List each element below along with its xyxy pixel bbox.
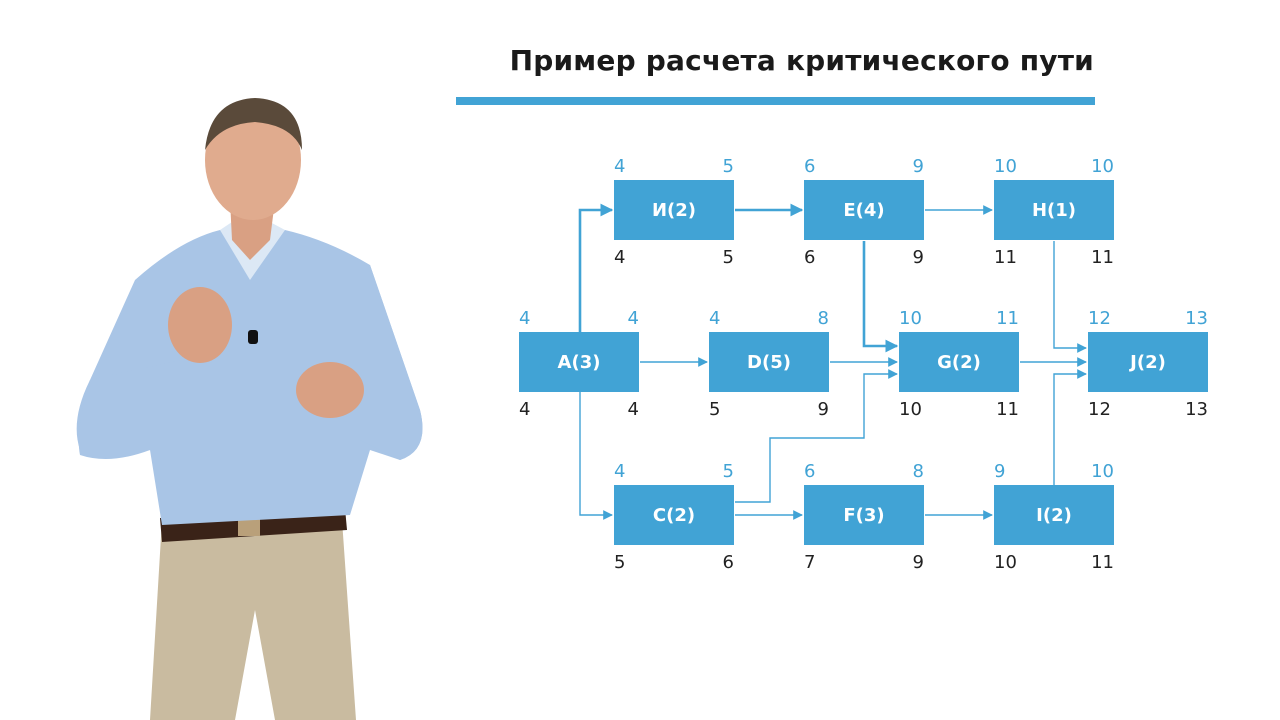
node-g-ef: 11 bbox=[996, 308, 1019, 329]
node-i-box bbox=[994, 485, 1114, 545]
node-a-box bbox=[519, 332, 639, 392]
edge-c-to-g bbox=[735, 369, 898, 503]
node-i-cyr-ls: 4 bbox=[614, 247, 625, 268]
node-g-es: 10 bbox=[899, 308, 922, 329]
node-d-lf: 9 bbox=[818, 399, 829, 420]
node-c-ls: 5 bbox=[614, 552, 625, 573]
node-c-box bbox=[614, 485, 734, 545]
node-i-cyr: И(2) 4 5 4 5 bbox=[614, 156, 734, 268]
node-f-lf: 9 bbox=[913, 552, 924, 573]
node-e-ef: 9 bbox=[913, 156, 924, 177]
node-i: I(2) 9 10 10 11 bbox=[994, 461, 1114, 573]
slide-title: Пример расчета критического пути bbox=[509, 44, 1094, 77]
node-h-ef: 10 bbox=[1091, 156, 1114, 177]
node-i-cyr-box bbox=[614, 180, 734, 240]
presenter-shirt bbox=[76, 230, 423, 525]
node-f-ef: 8 bbox=[913, 461, 924, 482]
node-i-lf: 11 bbox=[1091, 552, 1114, 573]
node-j-es: 12 bbox=[1088, 308, 1111, 329]
node-i-cyr-es: 4 bbox=[614, 156, 625, 177]
node-f-es: 6 bbox=[804, 461, 815, 482]
edge-h-to-j bbox=[1053, 241, 1087, 353]
node-h-es: 10 bbox=[994, 156, 1017, 177]
node-i-cyr-label: И(2) bbox=[652, 200, 696, 221]
node-d: D(5) 4 8 5 9 bbox=[709, 308, 829, 420]
node-d-box bbox=[709, 332, 829, 392]
node-g-box bbox=[899, 332, 1019, 392]
node-j-box bbox=[1088, 332, 1208, 392]
title-underline bbox=[456, 97, 1095, 105]
node-a-ef: 4 bbox=[628, 308, 639, 329]
node-g-ls: 10 bbox=[899, 399, 922, 420]
node-h: H(1) 10 10 11 11 bbox=[994, 156, 1114, 268]
presenter-right-hand bbox=[296, 362, 364, 418]
node-i-cyr-lf: 5 bbox=[723, 247, 734, 268]
node-f-ls: 7 bbox=[804, 552, 815, 573]
node-j-ef: 13 bbox=[1185, 308, 1208, 329]
node-i-es: 9 bbox=[994, 461, 1005, 482]
presenter-left-arm bbox=[78, 360, 180, 459]
node-c-lf: 6 bbox=[723, 552, 734, 573]
node-d-es: 4 bbox=[709, 308, 720, 329]
node-g-lf: 11 bbox=[996, 399, 1019, 420]
node-j: J(2) 12 13 12 13 bbox=[1088, 308, 1208, 420]
node-d-label: D(5) bbox=[747, 352, 791, 373]
presenter-trousers bbox=[150, 520, 356, 720]
node-c-es: 4 bbox=[614, 461, 625, 482]
node-j-lf: 13 bbox=[1185, 399, 1208, 420]
node-e-es: 6 bbox=[804, 156, 815, 177]
node-e: E(4) 6 9 6 9 bbox=[804, 156, 924, 268]
presenter-head bbox=[205, 100, 301, 220]
presenter-right-arm bbox=[350, 265, 423, 460]
edge-a-to-i-cyr bbox=[578, 203, 614, 332]
node-c-label: C(2) bbox=[653, 505, 695, 526]
node-e-ls: 6 bbox=[804, 247, 815, 268]
node-h-ls: 11 bbox=[994, 247, 1017, 268]
node-d-ls: 5 bbox=[709, 399, 720, 420]
node-a-lf: 4 bbox=[628, 399, 639, 420]
node-i-cyr-ef: 5 bbox=[723, 156, 734, 177]
presenter-figure bbox=[76, 98, 423, 720]
belt-buckle bbox=[238, 518, 260, 536]
presenter-hair bbox=[205, 98, 302, 150]
node-a-ls: 4 bbox=[519, 399, 530, 420]
lapel-microphone bbox=[248, 330, 258, 344]
node-a-label: A(3) bbox=[558, 352, 601, 373]
node-i-ef: 10 bbox=[1091, 461, 1114, 482]
node-h-lf: 11 bbox=[1091, 247, 1114, 268]
node-d-ef: 8 bbox=[818, 308, 829, 329]
node-i-ls: 10 bbox=[994, 552, 1017, 573]
node-h-label: H(1) bbox=[1032, 200, 1076, 221]
node-c: C(2) 4 5 5 6 bbox=[614, 461, 734, 573]
edges-layer bbox=[578, 203, 1087, 520]
node-e-label: E(4) bbox=[843, 200, 884, 221]
edge-e-to-g bbox=[862, 241, 899, 353]
edge-a-to-c bbox=[579, 392, 613, 520]
edge-i-to-j bbox=[1053, 369, 1087, 485]
node-e-box bbox=[804, 180, 924, 240]
node-f-label: F(3) bbox=[843, 505, 884, 526]
node-e-lf: 9 bbox=[913, 247, 924, 268]
node-a-es: 4 bbox=[519, 308, 530, 329]
node-h-box bbox=[994, 180, 1114, 240]
node-g-label: G(2) bbox=[937, 352, 981, 373]
node-i-label: I(2) bbox=[1036, 505, 1072, 526]
node-f: F(3) 6 8 7 9 bbox=[804, 461, 924, 573]
presenter-left-hand bbox=[168, 287, 232, 363]
node-a: A(3) 4 4 4 4 bbox=[519, 308, 639, 420]
node-j-ls: 12 bbox=[1088, 399, 1111, 420]
node-g: G(2) 10 11 10 11 bbox=[899, 308, 1019, 420]
node-c-ef: 5 bbox=[723, 461, 734, 482]
node-j-label: J(2) bbox=[1128, 352, 1166, 373]
node-f-box bbox=[804, 485, 924, 545]
